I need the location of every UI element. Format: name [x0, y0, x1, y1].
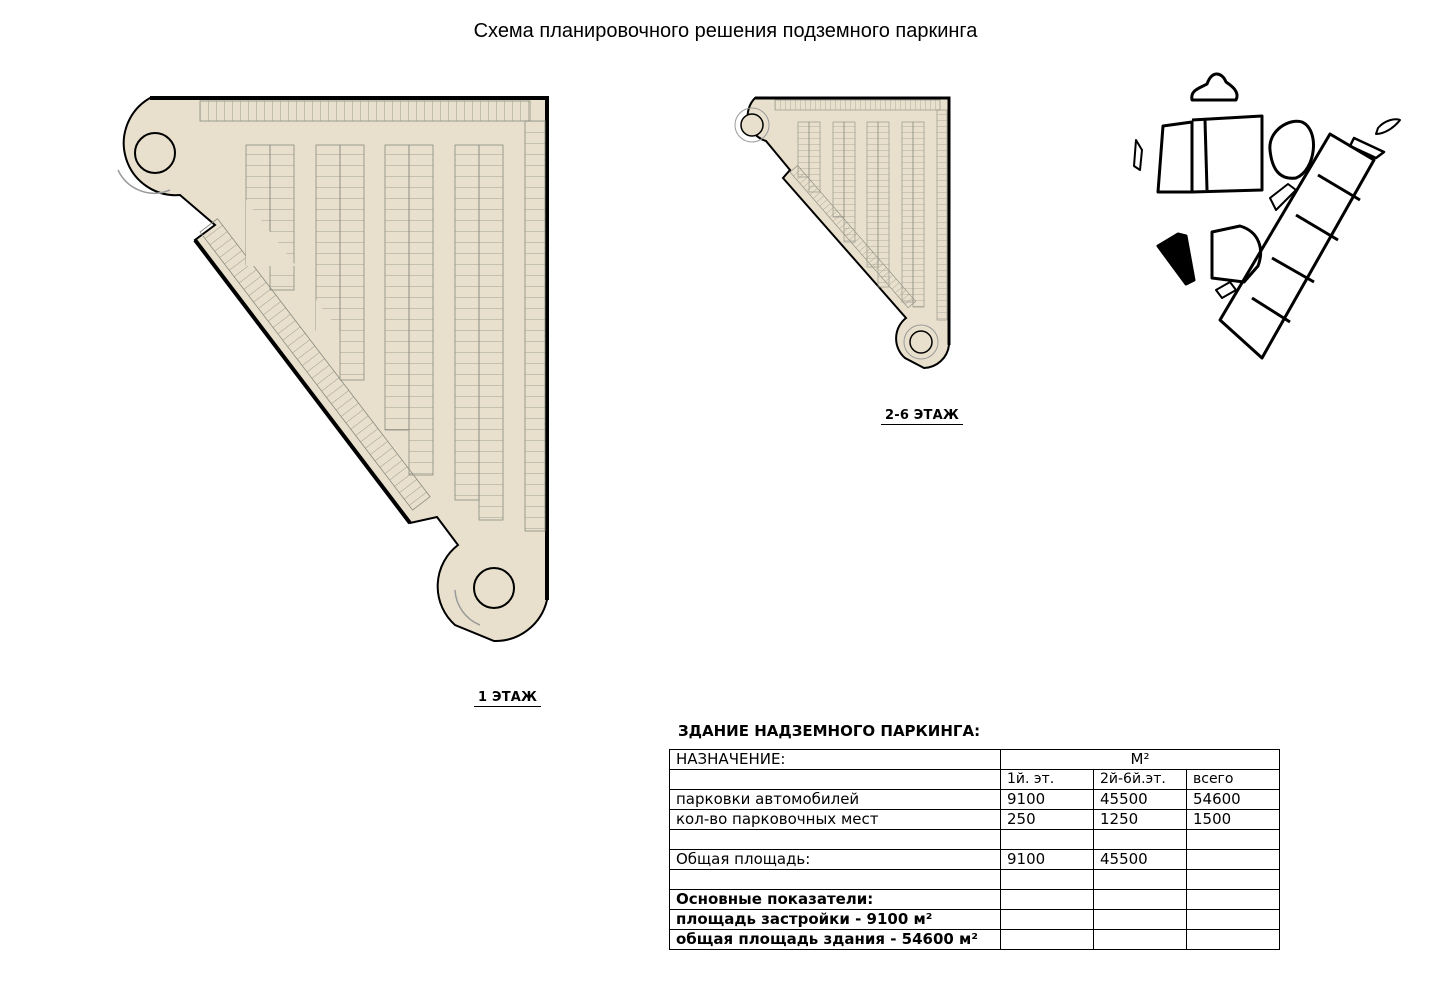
table-title: ЗДАНИЕ НАДЗЕМНОГО ПАРКИНГА:: [678, 722, 981, 740]
purpose-header: НАЗНАЧЕНИЕ:: [669, 749, 1001, 770]
indicator-built-area: площадь застройки - 9100 м²: [669, 909, 1001, 930]
col-header-1: 1й. эт.: [1000, 769, 1094, 790]
floor-2-6-plan: [734, 96, 951, 370]
ramp-top-small: [740, 113, 764, 137]
area-table: НАЗНАЧЕНИЕ: М² 1й. эт. 2й-6й.эт. всего п…: [669, 749, 1280, 950]
table-row: парковки автомобилей 9100 45500 54600: [669, 789, 1280, 810]
floor-1-plan: [117, 96, 549, 643]
table-row: Основные показатели:: [669, 889, 1280, 910]
col-header-3: всего: [1186, 769, 1280, 790]
ramp-bottom: [473, 567, 515, 609]
col-header-2: 2й-6й.эт.: [1093, 769, 1187, 790]
table-row: 1й. эт. 2й-6й.эт. всего: [669, 769, 1280, 790]
table-row: [669, 829, 1280, 850]
floor-2-6-label: 2-6 ЭТАЖ: [881, 408, 963, 425]
site-plan: [1133, 72, 1401, 360]
table-row: НАЗНАЧЕНИЕ: М²: [669, 749, 1280, 770]
table-row: общая площадь здания - 54600 м²: [669, 929, 1280, 950]
ramp-bottom-small: [909, 330, 933, 354]
indicator-total-area: общая площадь здания - 54600 м²: [669, 929, 1001, 950]
indicators-title: Основные показатели:: [669, 889, 1001, 910]
floor-1-label: 1 ЭТАЖ: [474, 690, 542, 707]
table-row: [669, 869, 1280, 890]
floor-1-outline: [122, 97, 548, 643]
table-row: площадь застройки - 9100 м²: [669, 909, 1280, 930]
table-row: кол-во парковочных мест 250 1250 1500: [669, 809, 1280, 830]
page-title: Схема планировочного решения подземного …: [473, 20, 978, 42]
unit-header: М²: [1000, 749, 1280, 770]
table-row: Общая площадь: 9100 45500: [669, 849, 1280, 870]
ramp-top: [134, 132, 176, 174]
